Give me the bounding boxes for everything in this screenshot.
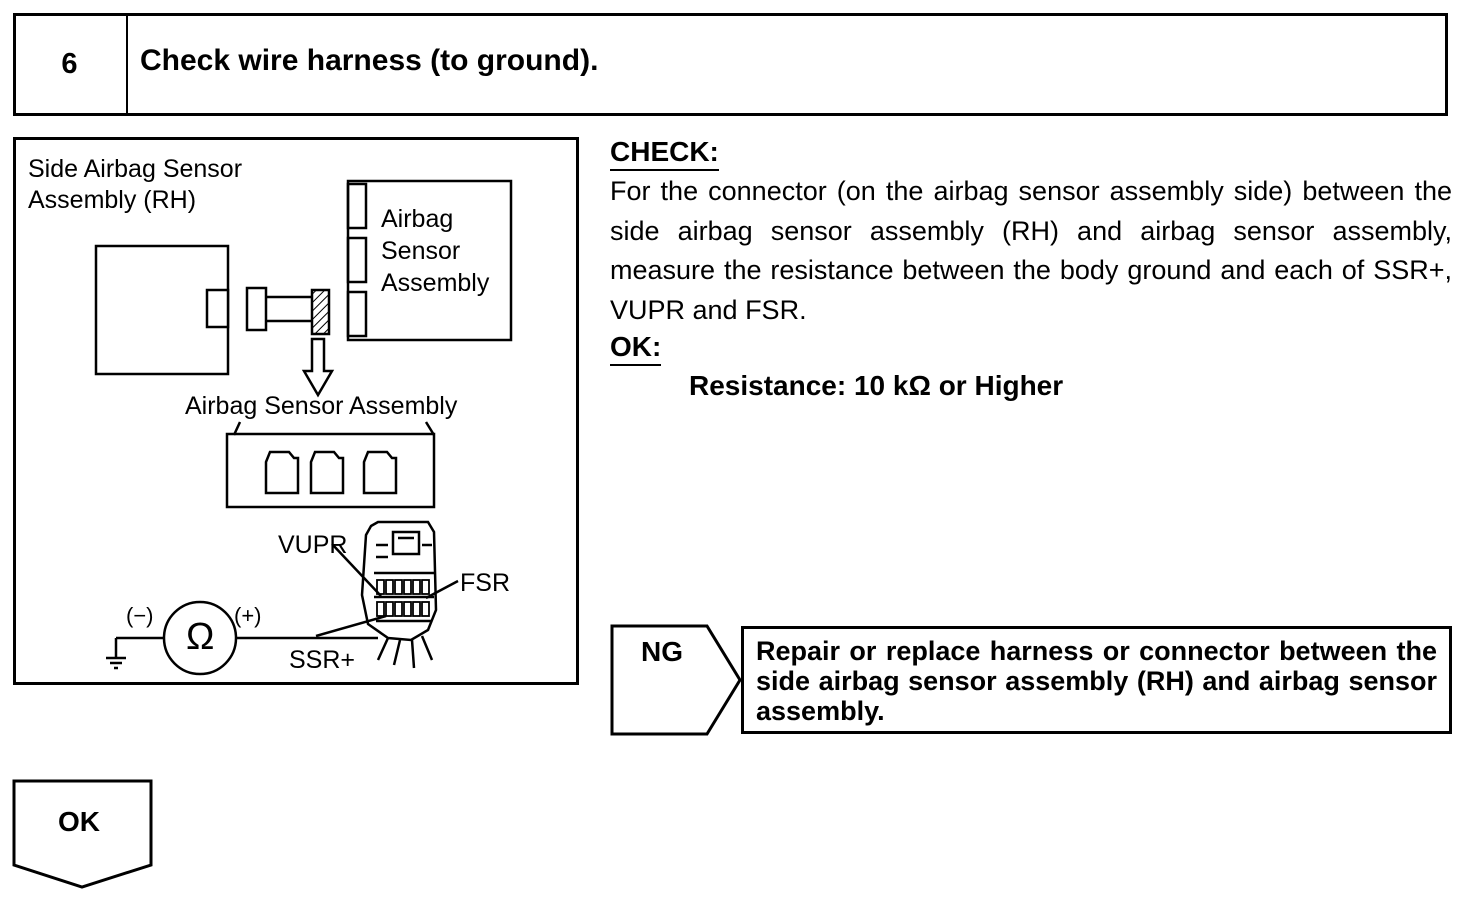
airbag-sensor-caption: Airbag Sensor Assembly <box>185 392 458 420</box>
minus-label: (−) <box>126 603 154 628</box>
airbag-sensor-box-label: Airbag Sensor Assembly <box>381 205 490 297</box>
plus-label: (+) <box>234 603 262 628</box>
ok-heading: OK: <box>610 333 662 366</box>
terminal-fsr-label: FSR <box>460 569 510 597</box>
side-sensor-label: Side Airbag Sensor Assembly (RH) <box>28 155 243 214</box>
connector-figure: Side Airbag Sensor Assembly (RH) Airbag … <box>13 137 579 685</box>
ng-label: NG <box>641 636 683 667</box>
side-sensor-connector <box>205 288 230 329</box>
check-heading: CHECK: <box>610 136 719 171</box>
down-arrow <box>301 337 335 398</box>
ng-action-box: Repair or replace harness or connector b… <box>741 626 1452 734</box>
ohm-symbol: Ω <box>186 616 215 658</box>
connector-face <box>225 432 436 509</box>
connector-detail <box>360 520 438 642</box>
step-number: 6 <box>13 13 128 116</box>
harness-plug-hatched <box>310 288 331 336</box>
harness-plug <box>245 286 268 332</box>
terminal-vupr-label: VUPR <box>278 531 348 559</box>
ng-arrow-shape <box>610 624 742 736</box>
resistance-spec: Resistance: 10 kΩ or Higher <box>689 370 1064 401</box>
step-title: Check wire harness (to ground). <box>140 44 599 77</box>
wiring-diagram <box>94 179 513 676</box>
ok-arrow-shape <box>12 779 153 889</box>
ohmmeter <box>162 600 238 676</box>
ok-branch-label: OK <box>58 806 100 837</box>
check-body: For the connector (on the airbag sensor … <box>610 176 1452 325</box>
step-header <box>13 13 1448 116</box>
terminal-ssr-label: SSR+ <box>289 646 356 674</box>
